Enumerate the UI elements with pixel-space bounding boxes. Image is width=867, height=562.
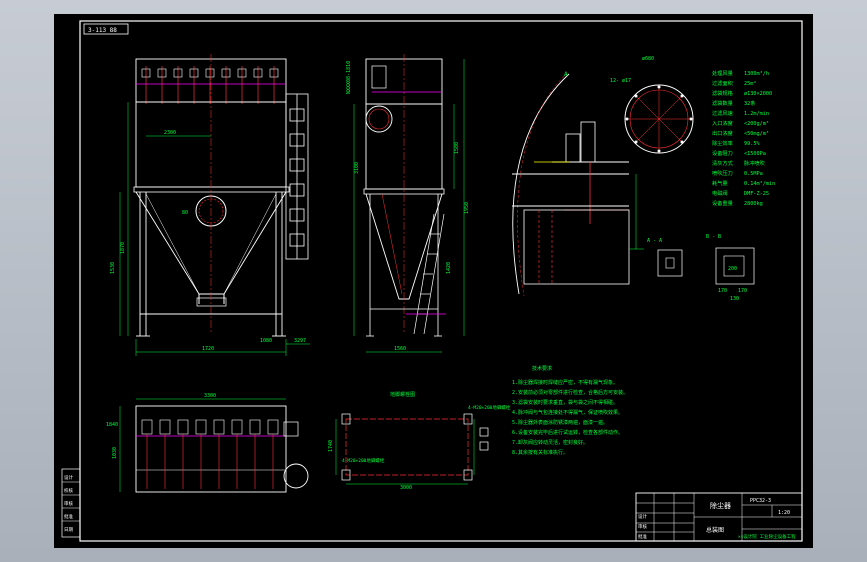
header-tag-box xyxy=(83,23,129,35)
spec-row-value: 1300m³/h xyxy=(744,71,769,77)
small-b-label: B - B xyxy=(706,234,721,240)
tb-label: 批准 xyxy=(638,533,647,540)
rev-row: 设计 xyxy=(64,474,73,481)
technical-notes: 技术要求 1.除尘器焊接时焊缝应严密，不得有漏气现象。 2.安装前必须对零部件进… xyxy=(512,365,628,456)
front-dim-top: 2300 xyxy=(164,130,176,136)
anchor-label-left: 4-M20×200地脚螺栓 xyxy=(342,457,385,464)
spec-row-value: <1500Pa xyxy=(744,151,766,157)
drawing-sub-name: 总装图 xyxy=(706,526,724,534)
spec-row-value: DMF-Z-25 xyxy=(744,191,769,197)
anchor-dim-height: 1740 xyxy=(328,440,334,452)
spec-row: 处理风量 xyxy=(712,69,733,77)
spec-row-value: <200g/m³ xyxy=(744,121,769,127)
anchor-title: 地脚螺栓图 xyxy=(390,391,415,398)
note-line: 5.除尘器外表面涂防锈漆两遍，面漆一遍。 xyxy=(512,419,608,426)
rev-row: 批准 xyxy=(64,513,73,520)
spec-row: 过滤风速 xyxy=(712,109,733,117)
cad-drawing-canvas: 3-113 88 xyxy=(54,14,813,548)
tb-label: 设计 xyxy=(638,513,647,520)
plan-dim-left: 1840 xyxy=(106,422,118,428)
plan-view: 3300 1840 1030 xyxy=(106,393,309,493)
spec-row-value: ø130×2000 xyxy=(744,91,772,97)
spec-row: 滤袋数量 xyxy=(712,99,733,107)
anchor-dim-width: 3000 xyxy=(400,485,412,491)
front-dim-base-right: 1080 xyxy=(260,338,272,344)
spec-row: 喷吹压力 xyxy=(712,169,733,177)
spec-row: 设备阻力 xyxy=(712,149,733,157)
notes-title: 技术要求 xyxy=(532,365,552,372)
spec-row-value: 99.5% xyxy=(744,141,760,147)
rev-row: 审核 xyxy=(64,500,73,507)
spec-table: 处理风量 1300m³/h 过滤面积 25m² 滤袋规格 ø130×2000 滤… xyxy=(712,69,775,207)
side-dim-mid: 1580 xyxy=(454,142,460,154)
plan-dim-top: 3300 xyxy=(204,393,216,399)
spec-row: 清灰方式 xyxy=(712,159,734,167)
spec-row-value: 0.5MPa xyxy=(744,171,763,177)
note-line: 6.设备安装完毕后进行试运转，检查各部件动作。 xyxy=(512,429,623,436)
ring-dim-outer: ø680 xyxy=(642,56,654,62)
drawing-name: 除尘器 xyxy=(710,501,731,510)
side-title-vertical: NXXX08-1810 xyxy=(346,61,352,94)
front-angle: 80 xyxy=(182,210,188,216)
front-dim-left: 1530 xyxy=(110,262,116,274)
drawing-svg: 3-113 88 xyxy=(61,20,803,542)
spec-row-value: 脉冲喷吹 xyxy=(744,159,765,167)
spec-row-value: 25m² xyxy=(744,81,757,87)
detail-view: A 12- ø17 ø680 A - A B - B 200 170 170 1… xyxy=(512,56,755,302)
spec-row-value: 32条 xyxy=(744,99,755,107)
front-dim-height: 1870 xyxy=(120,242,126,254)
plan-dim-left2: 1030 xyxy=(112,447,118,459)
spec-row: 滤袋规格 xyxy=(712,89,734,97)
side-dim-total: 1950 xyxy=(464,202,470,214)
note-line: 4.脉冲阀与气包连接处不得漏气，保证喷吹效果。 xyxy=(512,409,623,416)
header-tag: 3-113 88 xyxy=(88,27,117,34)
note-line: 2.安装前必须对零部件进行检查，合格后方可安装。 xyxy=(512,389,628,396)
spec-row-value: 0.14m³/min xyxy=(744,181,775,187)
small-dim-0: 200 xyxy=(728,266,737,272)
small-dim-3: 170 xyxy=(738,288,747,294)
spec-row: 耗气量 xyxy=(712,179,728,187)
small-a-label: A - A xyxy=(647,238,662,244)
drawing-code: PPC32-3 xyxy=(750,498,771,504)
spec-row-value: <50mg/m³ xyxy=(744,131,769,137)
rev-row: 日期 xyxy=(64,527,73,533)
spec-row: 入口浓度 xyxy=(712,119,733,127)
rev-row: 校核 xyxy=(64,487,73,494)
anchor-view: 地脚螺栓图 3000 1740 4-M20×200地脚螺栓 4-M20×200地… xyxy=(328,391,511,491)
note-line: 8.其余按有关标准执行。 xyxy=(512,449,568,456)
spec-row: 除尘效率 xyxy=(712,139,733,147)
spec-row: 过滤面积 xyxy=(712,79,733,87)
side-dim-h2: 1420 xyxy=(446,262,452,274)
note-line: 1.除尘器焊接时焊缝应严密，不得有漏气现象。 xyxy=(512,379,618,386)
spec-row-value: 2800kg xyxy=(744,201,763,207)
drawing-border xyxy=(79,20,803,542)
spec-row-value: 1.2m/min xyxy=(744,111,769,117)
detail-label-top: A xyxy=(564,71,568,78)
note-line: 7.卸灰阀应转动灵活，密封良好。 xyxy=(512,439,588,446)
company-name: ××设计院 工业除尘设备工程 xyxy=(738,533,796,540)
title-block: 除尘器 总装图 PPC32-3 1:20 ××设计院 工业除尘设备工程 设计 审… xyxy=(635,492,803,542)
front-dim-base-right2: 3297 xyxy=(294,338,306,344)
note-line: 3.滤袋安装时要求垂直，袋与袋之间不得相碰。 xyxy=(512,399,618,406)
small-dim-2: 170 xyxy=(718,288,727,294)
front-dim-width: 1720 xyxy=(202,346,214,352)
anchor-label-right: 4-M20×200地脚螺栓 xyxy=(468,404,511,411)
spec-row: 设备重量 xyxy=(712,199,733,207)
front-view: 1720 2300 1530 1870 1080 3297 80 xyxy=(110,54,310,356)
detail-angle-label: 12- ø17 xyxy=(610,78,631,84)
side-dim-h1: 3100 xyxy=(354,162,360,174)
small-dim-4: 130 xyxy=(730,296,739,302)
tb-label: 审核 xyxy=(638,523,647,530)
revision-strip: 设计 校核 审核 批准 日期 xyxy=(61,468,81,538)
spec-row: 出口浓度 xyxy=(712,129,733,137)
spec-row: 电磁阀 xyxy=(712,189,728,197)
side-view: NXXX08-1810 1560 1950 1580 3100 1420 xyxy=(346,54,470,353)
drawing-scale: 1:20 xyxy=(778,510,790,516)
side-dim-base: 1560 xyxy=(394,346,406,352)
